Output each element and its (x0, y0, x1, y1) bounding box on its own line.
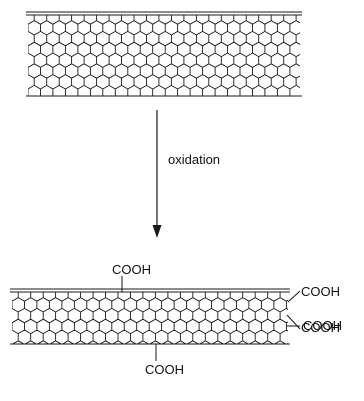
connector-side-3 (286, 314, 301, 330)
cooh-label-top: COOH (112, 262, 151, 277)
cooh-label-bottom: COOH (145, 362, 184, 377)
honeycomb-lattice (12, 292, 288, 344)
cooh-label-side-2: COOH (303, 318, 342, 333)
pristine-nanotube (26, 11, 302, 97)
cooh-label-side-3: COOH (301, 320, 340, 335)
oxidized-nanotube (10, 288, 290, 345)
connector-side-1 (287, 290, 301, 303)
reaction-arrow (152, 110, 162, 238)
step-label: oxidation (168, 152, 220, 167)
honeycomb-lattice (28, 15, 300, 96)
group-connectors (121, 276, 301, 361)
cooh-label-side-1: COOH (301, 284, 340, 299)
